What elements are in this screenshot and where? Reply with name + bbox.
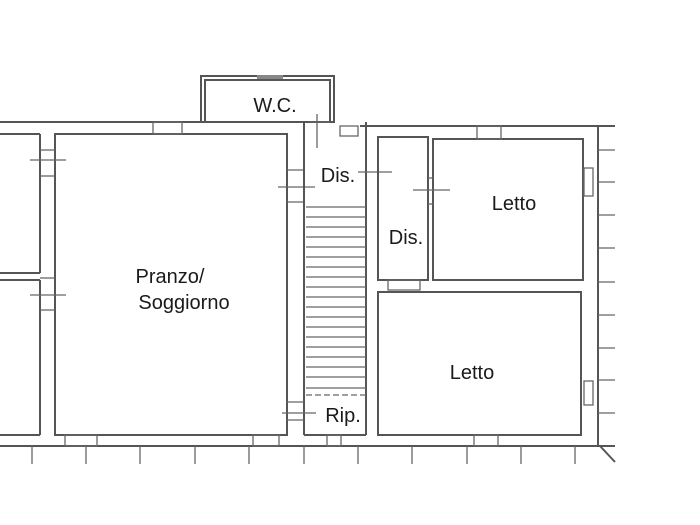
room-label-wc: W.C. [253,95,296,117]
room-label-rip: Rip. [325,405,361,427]
room-letto-bottom: Letto [377,291,594,447]
room-label-pranzo: Pranzo/ [136,266,205,288]
stair-treads [306,206,366,396]
room-label-soggiorno: Soggiorno [138,292,229,314]
exterior-ticks-bottom [31,446,576,464]
room-label-letto-top: Letto [492,193,536,215]
exterior-ticks-right [598,149,615,414]
room-label-letto-bottom: Letto [450,362,494,384]
room-rip: Rip. [325,405,361,427]
room-pranzo-soggiorno: Pranzo/ Soggiorno [30,121,315,447]
room-label-dis-top: Dis. [321,165,355,187]
room-wc: W.C. [200,75,335,123]
room-letto-top: Letto [413,125,594,281]
room-dis-middle: Dis. [377,136,429,291]
room-label-dis-middle: Dis. [389,227,423,249]
stair-corridor: Dis. [282,114,392,447]
